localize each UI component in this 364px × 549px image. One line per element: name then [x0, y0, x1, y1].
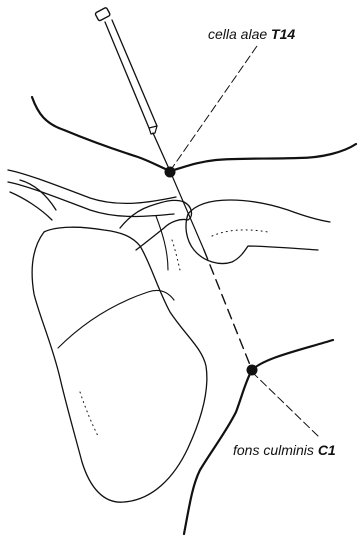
label-fons-culminis-name: fons culminis — [233, 442, 314, 458]
meridian-dashed — [204, 250, 252, 370]
humeral-head — [186, 200, 330, 264]
humerus-inner-dots — [212, 230, 268, 236]
label-fons-culminis-code: C1 — [318, 442, 336, 458]
shoulder-contour — [32, 97, 356, 171]
scapula-spine-line — [58, 290, 174, 348]
acromion — [120, 200, 191, 250]
point-c1-icon — [247, 365, 258, 376]
upper-leader-line — [170, 46, 257, 171]
label-fons-culminis: fons culminis C1 — [233, 443, 336, 457]
clavicle — [8, 170, 176, 220]
point-t14-icon — [165, 167, 176, 178]
label-cella-alae-name: cella alae — [208, 26, 267, 42]
scapula — [32, 227, 207, 502]
lower-leader-line — [252, 372, 318, 436]
label-cella-alae-code: T14 — [271, 26, 295, 42]
label-cella-alae: cella alae T14 — [208, 27, 295, 41]
scapula-inner-dots — [80, 392, 98, 436]
glenoid-line — [156, 216, 168, 270]
meridian-line — [170, 171, 204, 250]
glenoid-dots — [172, 240, 180, 270]
